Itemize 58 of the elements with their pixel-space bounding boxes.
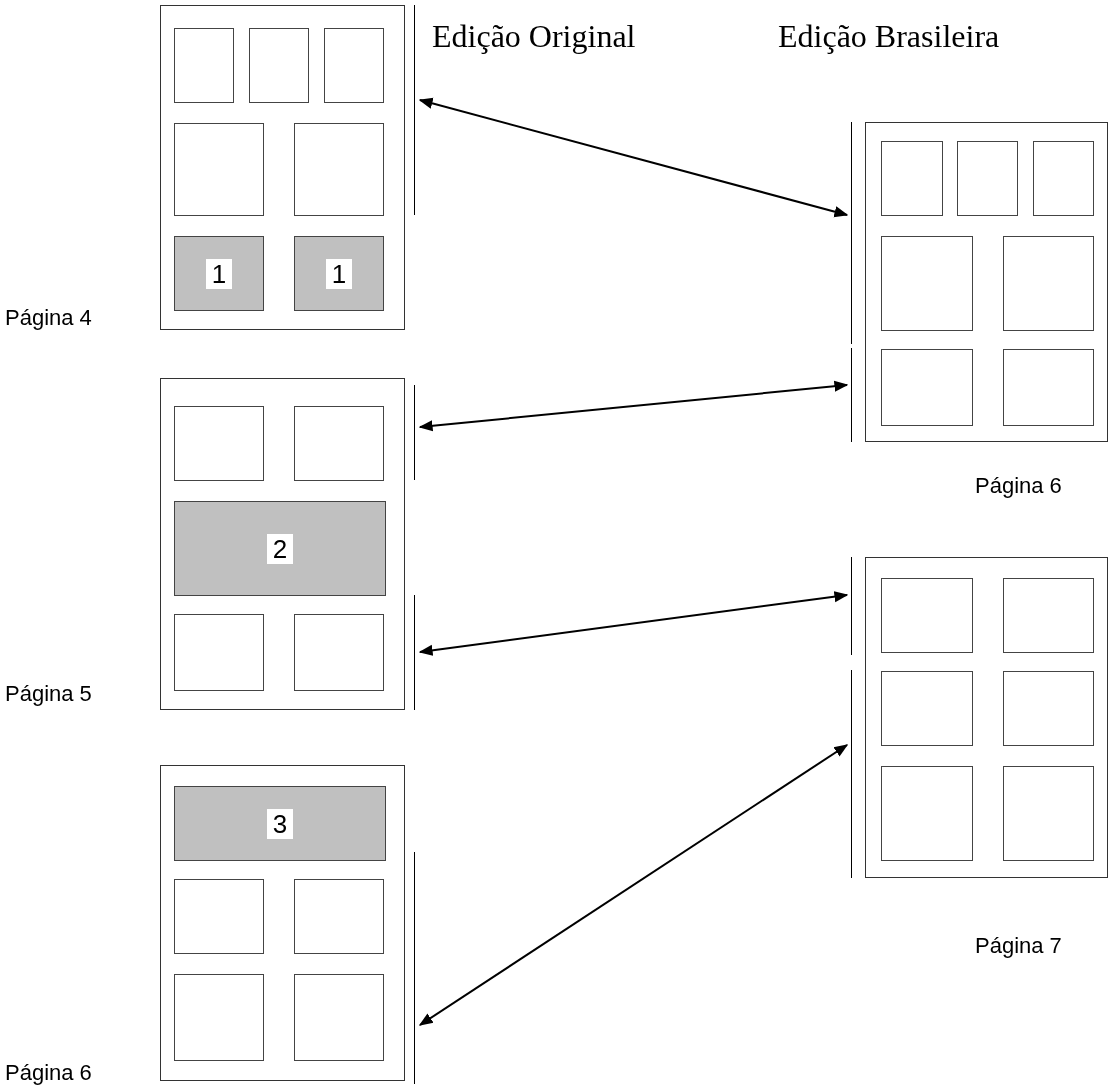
comic-panel — [294, 123, 384, 216]
column-heading: Edição Brasileira — [778, 18, 1000, 55]
comic-panel — [174, 879, 264, 954]
comic-panel — [1033, 141, 1094, 216]
bracket-line — [851, 670, 852, 878]
shaded-panel — [174, 236, 264, 311]
page-layout — [160, 765, 405, 1081]
comic-panel — [1003, 766, 1094, 861]
bracket-line — [851, 557, 852, 655]
shaded-panel — [294, 236, 384, 311]
page-layout — [865, 122, 1108, 442]
bracket-line — [851, 348, 852, 442]
page-label: Página 6 — [975, 473, 1062, 499]
shaded-panel — [174, 786, 386, 861]
bracket-line — [414, 852, 415, 1084]
comic-panel — [881, 671, 973, 746]
comic-panel — [881, 236, 973, 331]
bracket-line — [851, 122, 852, 344]
panel-number: 3 — [266, 808, 294, 839]
page-label: Página 6 — [5, 1060, 92, 1086]
comic-panel — [1003, 671, 1094, 746]
column-heading: Edição Original — [432, 18, 636, 55]
page-layout — [160, 5, 405, 330]
shaded-panel — [174, 501, 386, 596]
comic-panel — [881, 141, 943, 216]
comic-panel — [249, 28, 309, 103]
comic-panel — [881, 766, 973, 861]
double-arrow — [418, 744, 849, 1026]
double-arrow — [418, 591, 849, 656]
comic-panel — [1003, 236, 1094, 331]
comic-panel — [324, 28, 384, 103]
comic-panel — [1003, 349, 1094, 426]
page-label: Página 7 — [975, 933, 1062, 959]
page-layout — [160, 378, 405, 710]
page-label: Página 5 — [5, 681, 92, 707]
comic-panel — [174, 28, 234, 103]
panel-number: 1 — [205, 258, 233, 289]
comic-panel — [294, 614, 384, 691]
comic-panel — [294, 974, 384, 1061]
comic-panel — [174, 406, 264, 481]
comic-panel — [881, 349, 973, 426]
comic-panel — [881, 578, 973, 653]
comic-panel — [1003, 578, 1094, 653]
panel-number: 1 — [325, 258, 353, 289]
comic-panel — [174, 614, 264, 691]
comic-panel — [957, 141, 1018, 216]
panel-number: 2 — [266, 533, 294, 564]
comic-panel — [174, 974, 264, 1061]
page-layout — [865, 557, 1108, 878]
double-arrow — [418, 380, 849, 432]
bracket-line — [414, 595, 415, 710]
comic-panel — [174, 123, 264, 216]
double-arrow — [418, 97, 849, 218]
comic-panel — [294, 879, 384, 954]
page-label: Página 4 — [5, 305, 92, 331]
bracket-line — [414, 5, 415, 215]
comic-panel — [294, 406, 384, 481]
bracket-line — [414, 385, 415, 480]
